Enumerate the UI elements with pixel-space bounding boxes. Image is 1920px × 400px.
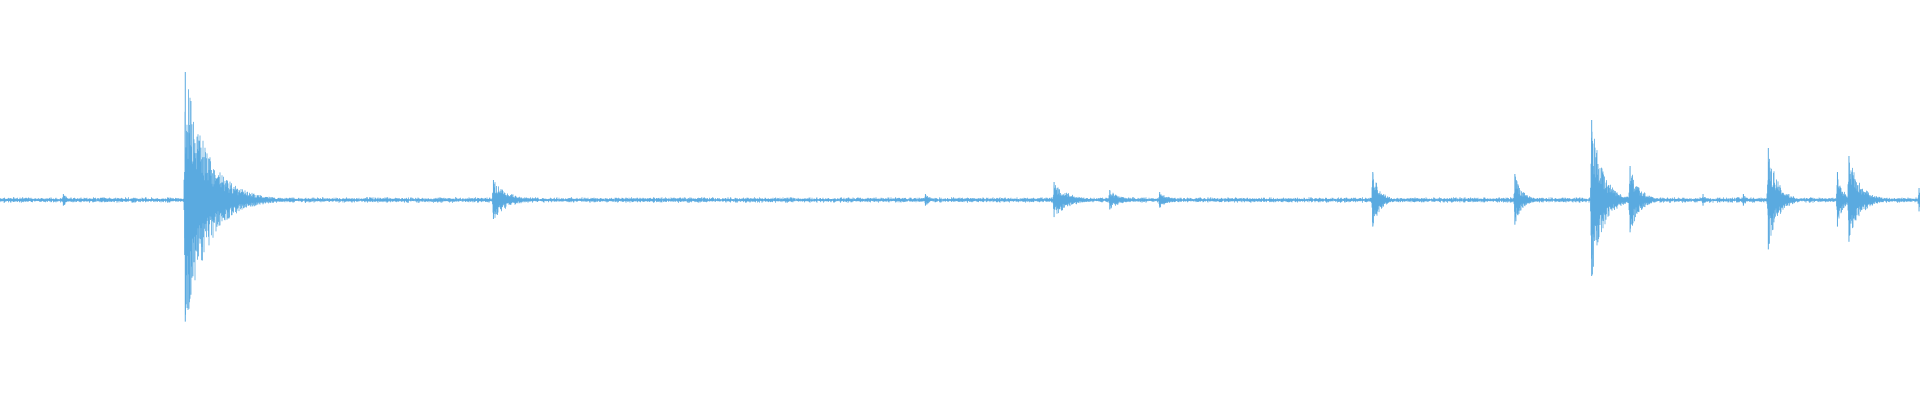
waveform-trace	[0, 89, 1920, 315]
waveform-samples	[0, 72, 1920, 322]
